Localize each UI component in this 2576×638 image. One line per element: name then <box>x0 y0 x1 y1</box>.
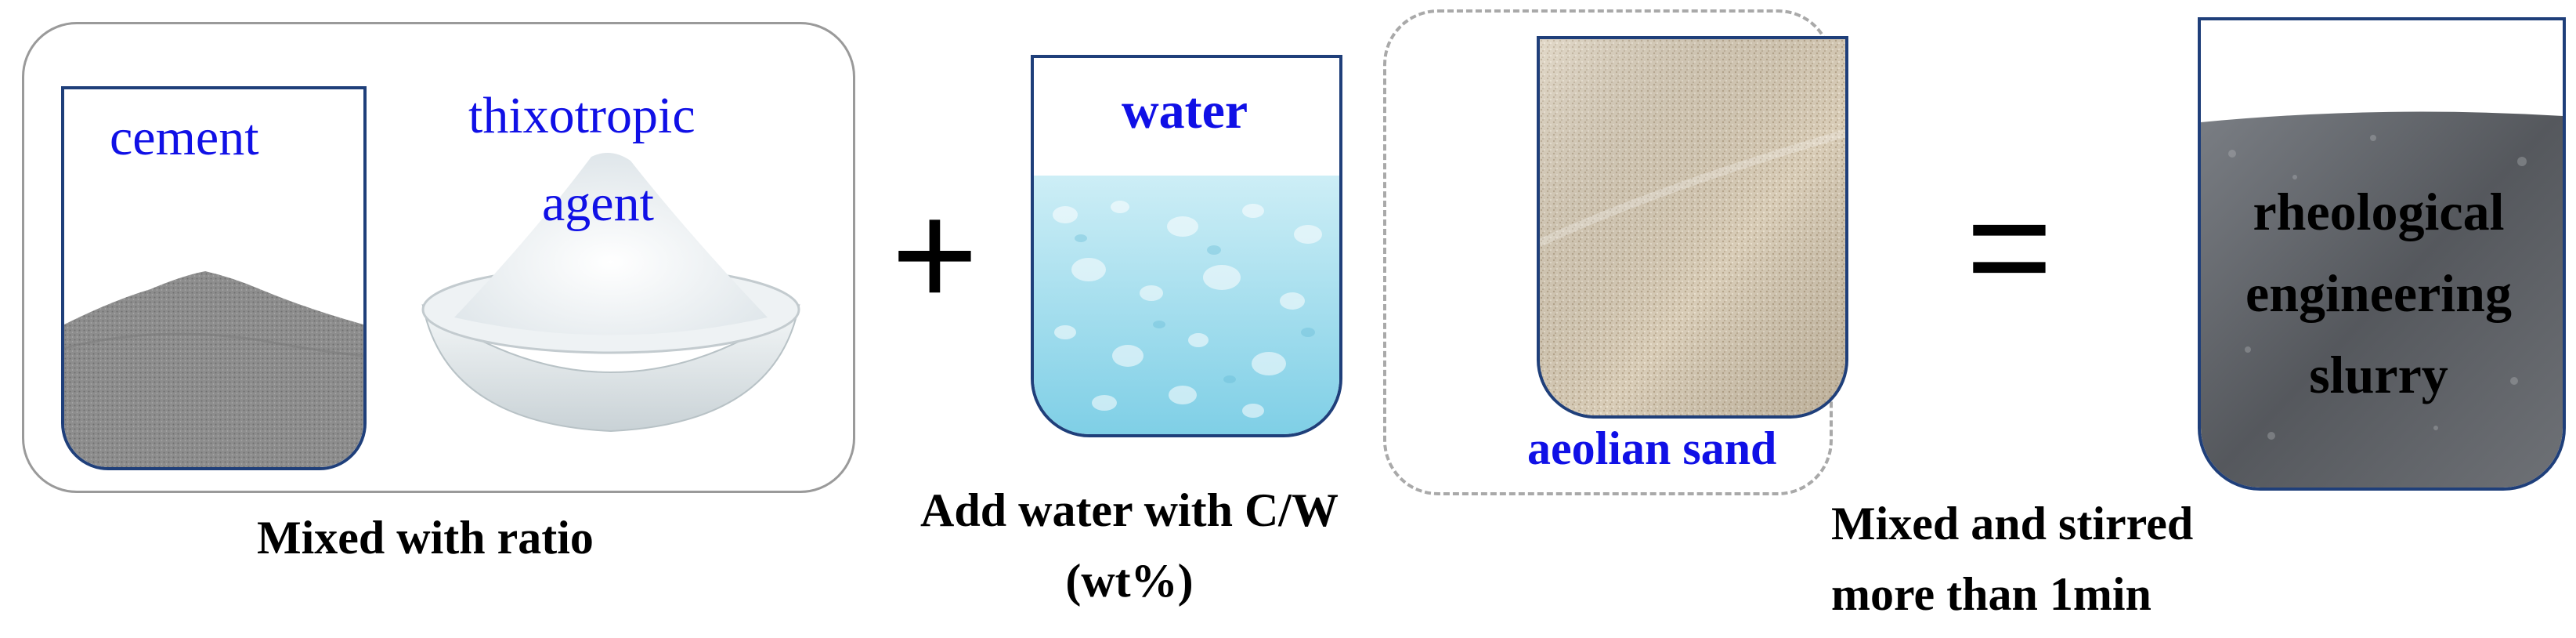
slurry-beaker <box>2198 17 2566 491</box>
add-water-caption-line2: (wt%) <box>1065 555 1194 607</box>
slurry-label-line1: rheological <box>2253 182 2505 241</box>
stirred-caption-line1: Mixed and stirred <box>1831 498 2194 549</box>
cement-beaker <box>61 86 367 470</box>
cement-pile-image <box>64 271 363 467</box>
equals-operator: = <box>1966 164 2053 330</box>
slurry-label-line3: slurry <box>2309 345 2448 404</box>
mix-ratio-caption: Mixed with ratio <box>257 512 594 564</box>
cement-label: cement <box>110 109 259 166</box>
plus-operator-1: + <box>891 172 978 338</box>
add-water-caption-line1: Add water with C/W <box>920 484 1339 536</box>
aeolian-sand-label: aeolian sand <box>1527 422 1777 474</box>
aeolian-sand-beaker <box>1537 36 1848 419</box>
slurry-fill-image <box>2201 111 2563 488</box>
water-beaker <box>1031 55 1342 437</box>
water-label: water <box>1122 82 1248 140</box>
thixotropic-agent-label-line1: thixotropic <box>468 87 695 144</box>
slurry-label-line2: engineering <box>2245 263 2512 323</box>
thixotropic-agent-bowl-image <box>421 153 800 433</box>
aeolian-sand-image <box>1540 39 1845 415</box>
thixotropic-agent-label-line2: agent <box>542 175 654 232</box>
water-fill-image <box>1034 176 1339 434</box>
stirred-caption-line2: more than 1min <box>1831 568 2151 620</box>
